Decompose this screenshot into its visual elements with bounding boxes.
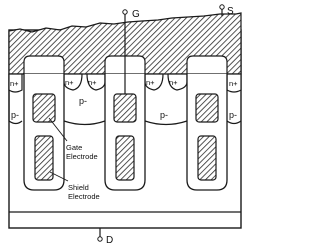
p-minus-label: p-: [160, 110, 168, 120]
shield-electrode-middle: [115, 135, 135, 181]
n-plus-label: n+: [88, 78, 97, 87]
trench-mosfet-cross-section: G S D n+ n+ n+ n+ n+ n+ p- p- p- p- Gate…: [8, 4, 242, 246]
p-body-regions: [8, 74, 242, 126]
gate-electrode-label: Gate Electrode: [66, 143, 98, 161]
gate-electrode-pointer: [48, 117, 68, 142]
oxide-caps: [23, 55, 228, 75]
n-plus-label: n+: [10, 79, 19, 88]
gate-terminal-label: G: [132, 9, 140, 20]
p-minus-label: p-: [229, 110, 237, 120]
n-plus-label: n+: [65, 78, 74, 87]
gate-electrodes: [32, 93, 219, 123]
n-plus-label: n+: [146, 78, 155, 87]
source-terminal: [219, 4, 225, 10]
gate-electrode-middle: [113, 93, 137, 123]
drain-terminal-label: D: [106, 235, 113, 246]
n-plus-label: n+: [229, 79, 238, 88]
shield-electrode-pointer: [49, 171, 69, 182]
p-minus-label: p-: [79, 96, 87, 106]
gate-electrode-left: [32, 93, 56, 123]
gate-terminal: [122, 9, 128, 15]
drain-terminal: [97, 236, 103, 242]
shield-electrode-right: [197, 135, 217, 181]
gate-electrode-right: [195, 93, 219, 123]
source-terminal-label: S: [227, 6, 234, 17]
shield-electrode-left: [34, 135, 54, 181]
n-plus-label: n+: [169, 78, 178, 87]
shield-electrode-label: Shield Electrode: [68, 183, 100, 201]
p-minus-label: p-: [11, 110, 19, 120]
shield-electrodes: [34, 135, 217, 181]
